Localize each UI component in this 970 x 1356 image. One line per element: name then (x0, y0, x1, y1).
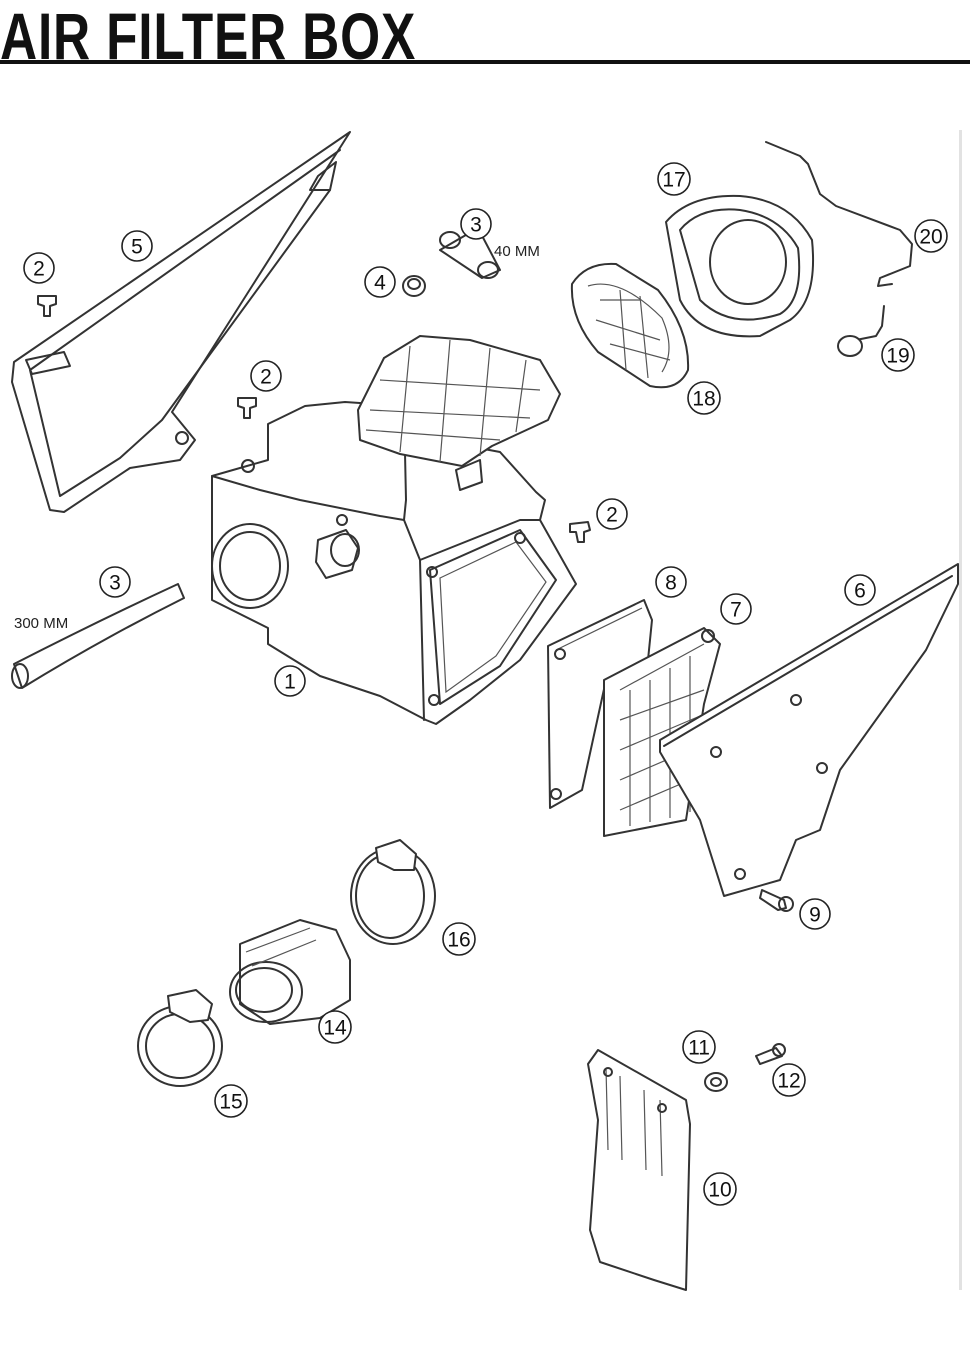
callout-15: 15 (214, 1084, 248, 1118)
svg-text:14: 14 (323, 1017, 347, 1040)
svg-text:11: 11 (688, 1037, 710, 1060)
grommet (402, 275, 426, 297)
callout-10: 10 (703, 1172, 737, 1206)
callout-18: 18 (687, 381, 721, 415)
screw-side-panel (759, 889, 794, 912)
svg-text:3: 3 (470, 214, 482, 237)
callout-5: 5 (121, 230, 153, 262)
callout-20: 20 (914, 219, 948, 253)
callout-2: 2 (250, 360, 282, 392)
screw-upper-left (37, 295, 57, 317)
callout-8: 8 (655, 566, 687, 598)
hose-300mm (11, 583, 185, 689)
svg-text:6: 6 (854, 580, 866, 603)
screw-mud-flap (755, 1043, 786, 1065)
svg-text:19: 19 (886, 345, 909, 368)
svg-text:7: 7 (730, 599, 742, 622)
svg-text:15: 15 (219, 1091, 242, 1114)
retaining-wire (765, 141, 913, 287)
hose-clamp-large (350, 839, 436, 945)
filter-cage (570, 262, 690, 389)
svg-text:3: 3 (109, 572, 121, 595)
length-note-300mm: 300 MM (14, 615, 68, 632)
svg-text:18: 18 (692, 388, 715, 411)
callout-4: 4 (364, 266, 396, 298)
svg-text:12: 12 (777, 1070, 800, 1093)
svg-text:1: 1 (284, 671, 296, 694)
washer (704, 1072, 728, 1092)
callout-2: 2 (23, 252, 55, 284)
callout-11: 11 (682, 1030, 716, 1064)
svg-text:4: 4 (374, 272, 386, 295)
svg-text:2: 2 (33, 258, 45, 281)
callout-2: 2 (596, 498, 628, 530)
title-underline (0, 60, 970, 64)
callout-14: 14 (318, 1010, 352, 1044)
svg-text:9: 9 (809, 904, 821, 927)
intake-boot (229, 919, 351, 1025)
screw-right (569, 521, 591, 543)
callout-9: 9 (799, 898, 831, 930)
svg-text:2: 2 (260, 366, 272, 389)
callout-1: 1 (274, 665, 306, 697)
callout-7: 7 (720, 593, 752, 625)
screw-center (237, 397, 257, 419)
side-panel-left (11, 131, 351, 513)
callout-12: 12 (772, 1063, 806, 1097)
svg-text:16: 16 (447, 929, 470, 952)
side-panel-right (659, 563, 959, 897)
air-filter-foam (665, 194, 815, 338)
page-edge-line (959, 130, 962, 1290)
svg-text:17: 17 (662, 169, 685, 192)
callout-3: 3 (460, 208, 492, 240)
callout-16: 16 (442, 922, 476, 956)
callout-17: 17 (657, 162, 691, 196)
airbox-main (211, 335, 577, 725)
callout-6: 6 (844, 574, 876, 606)
hose-clamp-small (137, 989, 223, 1087)
length-note-40mm: 40 MM (494, 243, 540, 260)
svg-text:2: 2 (606, 504, 618, 527)
callout-19: 19 (881, 338, 915, 372)
svg-text:5: 5 (131, 236, 143, 259)
svg-text:20: 20 (919, 226, 942, 249)
filter-bolt (837, 305, 885, 357)
callout-3: 3 (99, 566, 131, 598)
mud-flap (587, 1049, 691, 1291)
svg-text:8: 8 (665, 572, 677, 595)
svg-text:10: 10 (708, 1179, 731, 1202)
